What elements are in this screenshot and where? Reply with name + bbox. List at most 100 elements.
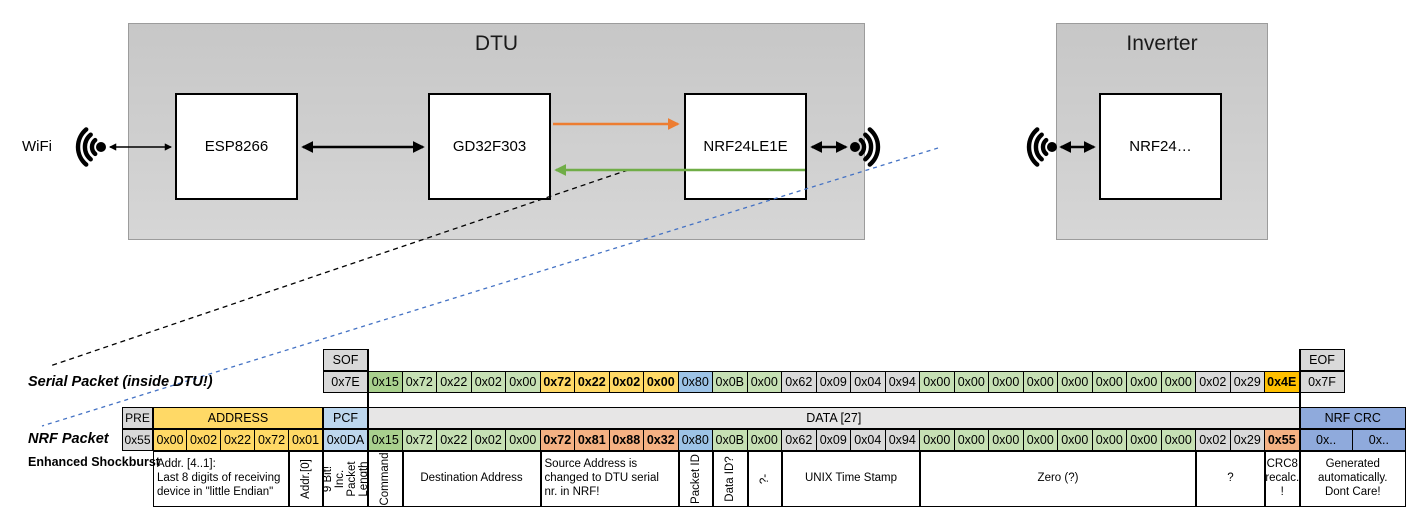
annotation-cell: ? (1196, 451, 1265, 507)
annotation-cell: Data ID? (713, 451, 748, 507)
byte-cell: 0x.. (1299, 429, 1353, 451)
byte-cell: 0x02 (1196, 429, 1231, 451)
byte-cell: 0x22 (437, 371, 472, 393)
byte-cell: 0x29 (1230, 429, 1265, 451)
byte-cell: 0x72 (255, 429, 289, 451)
byte-cell: 0x94 (885, 429, 920, 451)
eof-value-cell: 0x7F (1299, 371, 1345, 393)
byte-cell: 0x01 (289, 429, 323, 451)
eof-header-cell: EOF (1299, 349, 1345, 371)
annotation-cell: UNIX Time Stamp (782, 451, 920, 507)
byte-cell: 0x81 (575, 429, 610, 451)
annotation-cell: Source Address is changed to DTU serial … (540, 451, 679, 507)
byte-cell: 0x4E (1265, 371, 1300, 393)
byte-cell: 0x02 (471, 371, 506, 393)
byte-cell: 0x00 (1127, 371, 1162, 393)
chip-nrf24-inverter-label: NRF24… (1129, 138, 1192, 155)
wifi-label: WiFi (22, 138, 52, 155)
serial-callout-dashed-line (49, 169, 629, 367)
byte-cell: 0x02 (609, 371, 644, 393)
byte-cell: 0x00 (989, 371, 1024, 393)
byte-cell: 0x04 (851, 429, 886, 451)
byte-cell: 0x72 (402, 371, 437, 393)
byte-cell: 0x00 (747, 371, 782, 393)
annotation-cell: Generated automatically. Dont Care! (1299, 451, 1406, 507)
byte-cell: 0x00 (1023, 429, 1058, 451)
annotation-cell: 9 Bit! Inc. Packet Length (321, 451, 370, 507)
byte-cell: 0x80 (678, 429, 713, 451)
annotation-cell: ?- (747, 451, 782, 507)
byte-cell: 0x55 (1265, 429, 1300, 451)
annotation-cell: Addr. [4..1]: Last 8 digits of receiving… (153, 451, 289, 507)
data-section-divider-left (366, 349, 369, 507)
annotation-vertical-text: 9 Bit! Inc. Packet Length (321, 461, 370, 497)
address-header-cell: ADDRESS (153, 407, 323, 429)
byte-cell: 0x94 (885, 371, 920, 393)
chip-nrf24le1e-label: NRF24LE1E (703, 138, 788, 155)
byte-cell: 0x09 (816, 429, 851, 451)
byte-cell: 0x88 (609, 429, 644, 451)
byte-cell: 0x00 (1161, 371, 1196, 393)
byte-cell: 0x22 (221, 429, 255, 451)
byte-cell: 0x.. (1352, 429, 1406, 451)
byte-cell: 0x0B (713, 429, 748, 451)
wifi-icon (850, 127, 881, 167)
annotation-cell: Destination Address (402, 451, 541, 507)
byte-cell: 0x22 (575, 371, 610, 393)
annotation-cell: CRC8 recalc. ! (1265, 451, 1300, 507)
pcf-header-cell: PCF (323, 407, 368, 429)
byte-cell: 0x62 (782, 371, 817, 393)
byte-cell: 0x00 (644, 371, 679, 393)
annotation-vertical-text: Command (379, 452, 392, 506)
enhanced-shockburst-label: Enhanced Shockburst (28, 455, 160, 469)
byte-cell: 0x00 (920, 429, 955, 451)
byte-cell: 0x02 (187, 429, 221, 451)
wifi-icon (75, 127, 106, 167)
chip-nrf24le1e: NRF24LE1E (684, 93, 807, 200)
annotation-vertical-text: Packet ID (689, 454, 702, 504)
byte-cell: 0x02 (471, 429, 506, 451)
byte-cell: 0x32 (644, 429, 679, 451)
nrf-crc-header-cell: NRF CRC (1299, 407, 1406, 429)
byte-cell: 0x04 (851, 371, 886, 393)
annotation-cell: Packet ID (678, 451, 713, 507)
byte-cell: 0x00 (1023, 371, 1058, 393)
byte-cell: 0x00 (506, 371, 541, 393)
pre-value-cell: 0x55 (122, 429, 153, 451)
byte-cell: 0x29 (1230, 371, 1265, 393)
byte-cell: 0x80 (678, 371, 713, 393)
byte-cell: 0x00 (920, 371, 955, 393)
annotation-cell: Command (368, 451, 403, 507)
byte-cell: 0x0B (713, 371, 748, 393)
byte-cell: 0x02 (1196, 371, 1231, 393)
byte-cell: 0x00 (1092, 371, 1127, 393)
byte-cell: 0x00 (989, 429, 1024, 451)
byte-cell: 0x15 (368, 429, 403, 451)
annotation-cell: Addr.[0] (289, 451, 323, 507)
byte-cell: 0x72 (540, 371, 575, 393)
chip-nrf24-inverter: NRF24… (1099, 93, 1222, 200)
chip-gd32f303-label: GD32F303 (452, 138, 527, 155)
nrf-packet-label: NRF Packet (28, 431, 109, 447)
nrf-crc-bytes: 0x..0x.. (1299, 429, 1406, 451)
inverter-title: Inverter (1126, 32, 1198, 55)
sof-value-cell: 0x7E (323, 371, 368, 393)
pcf-value-cell: 0x0DA (323, 429, 368, 451)
byte-cell: 0x00 (1058, 429, 1093, 451)
annotation-vertical-text: ?- (758, 473, 771, 485)
byte-cell: 0x00 (506, 429, 541, 451)
byte-cell: 0x00 (1058, 371, 1093, 393)
byte-cell: 0x00 (747, 429, 782, 451)
chip-esp8266: ESP8266 (175, 93, 298, 200)
byte-cell: 0x00 (954, 429, 989, 451)
wifi-icon (1026, 127, 1057, 167)
chip-esp8266-label: ESP8266 (204, 138, 269, 155)
byte-cell: 0x22 (437, 429, 472, 451)
byte-cell: 0x00 (1127, 429, 1162, 451)
byte-cell: 0x00 (153, 429, 187, 451)
annotation-vertical-text: Addr.[0] (299, 459, 312, 499)
